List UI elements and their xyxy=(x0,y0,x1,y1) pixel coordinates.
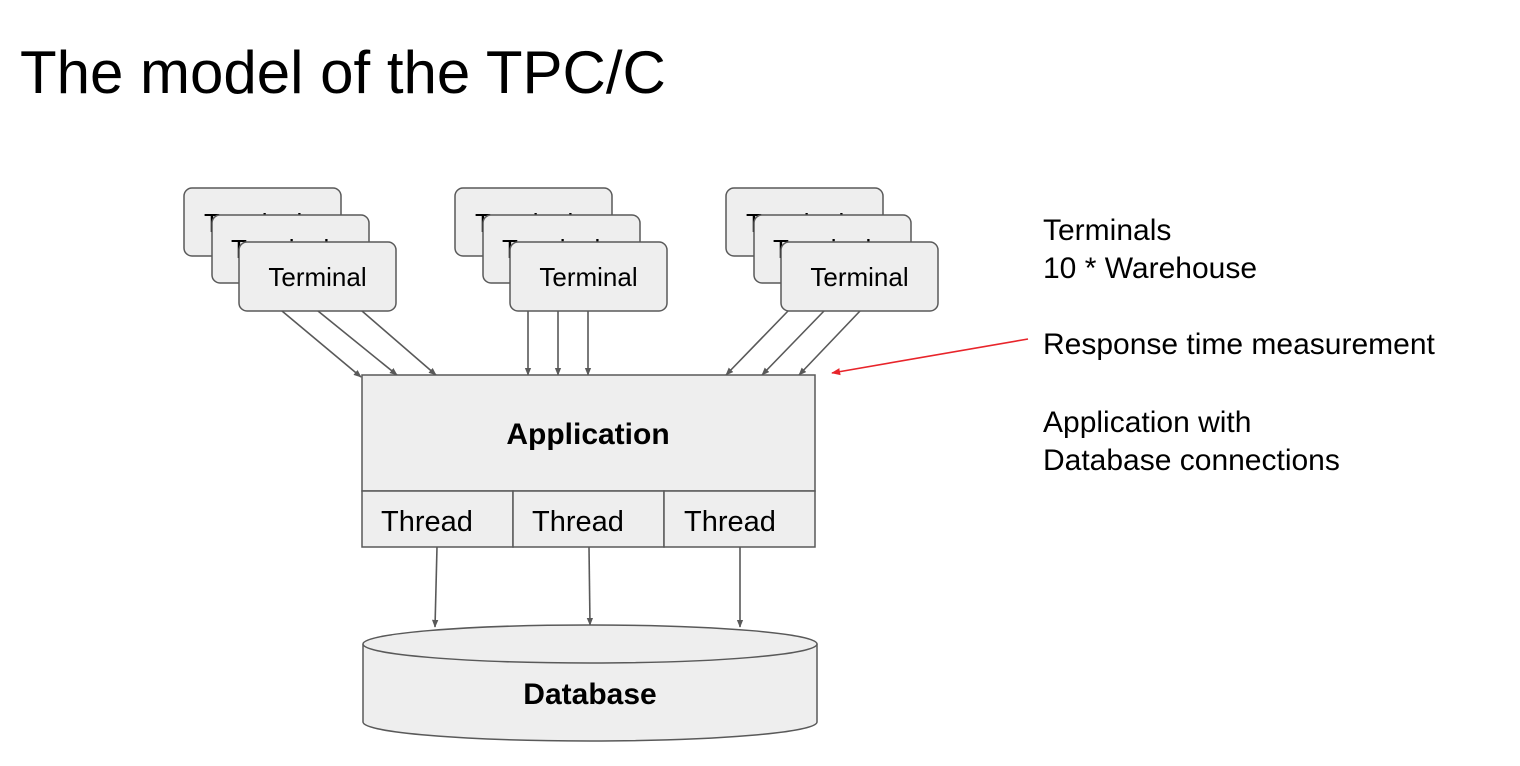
notes-response-time: Response time measurement xyxy=(1043,326,1435,364)
notes-application: Application with Database connections xyxy=(1043,404,1340,480)
note-application: Application with xyxy=(1043,406,1252,439)
terminal-group-middle: Terminal Terminal Terminal xyxy=(454,187,668,312)
database-label: Database xyxy=(523,678,656,711)
arrow-terminal-to-application xyxy=(317,310,398,376)
application-block: Application Thread Thread Thread xyxy=(361,374,816,548)
note-response-time: Response time measurement xyxy=(1043,328,1435,361)
note-warehouse: 10 * Warehouse xyxy=(1043,252,1258,285)
thread-label: Thread xyxy=(381,506,473,538)
note-database-connections: Database connections xyxy=(1043,444,1340,477)
arrow-terminal-to-application xyxy=(725,310,789,376)
database-cylinder: Database xyxy=(362,624,818,742)
thread-label: Thread xyxy=(684,506,776,538)
arrow-thread-to-database xyxy=(431,546,439,628)
notes-terminals: Terminals 10 * Warehouse xyxy=(1043,212,1257,288)
terminal-label: Terminal xyxy=(539,262,637,292)
arrow-terminal-to-application xyxy=(361,310,437,376)
terminal-box xyxy=(238,241,397,312)
arrow-terminal-to-application xyxy=(798,310,861,376)
application-box xyxy=(361,374,816,492)
slide-title: The model of the TPC/C xyxy=(20,39,666,106)
terminal-label: Terminal xyxy=(268,262,366,292)
thread-label: Thread xyxy=(532,506,624,538)
response-time-arrow xyxy=(831,338,1029,376)
terminal-label: Terminal xyxy=(810,262,908,292)
terminal-group-right: Terminal Terminal Terminal xyxy=(725,187,939,312)
thread-box xyxy=(512,490,665,548)
database-body xyxy=(362,644,818,742)
note-terminals: Terminals xyxy=(1043,214,1172,247)
arrow-terminal-to-application xyxy=(761,310,825,376)
terminal-group-left: Terminal Terminal Terminal xyxy=(183,187,397,312)
terminal-arrows xyxy=(281,310,861,378)
application-label: Application xyxy=(506,418,669,451)
thread-box xyxy=(361,490,514,548)
arrow-terminal-to-application xyxy=(281,310,362,378)
database-top xyxy=(362,624,818,664)
arrow-thread-to-database xyxy=(586,546,594,626)
thread-arrows xyxy=(431,546,744,628)
